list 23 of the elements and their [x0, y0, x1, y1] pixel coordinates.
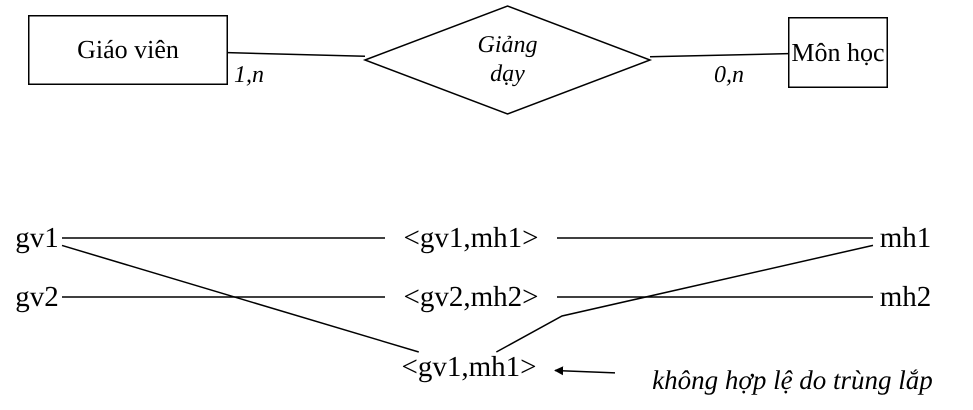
- connector-line: [62, 296, 385, 298]
- instance-label: gv2: [12, 283, 62, 311]
- relationship-diamond: [365, 5, 650, 115]
- connector-line: [650, 52, 788, 58]
- instance-label: gv1: [12, 224, 62, 252]
- connector-line: [557, 296, 873, 298]
- entity-box: [788, 17, 888, 88]
- arrow: [554, 366, 616, 376]
- connector-line: [62, 237, 385, 239]
- pair-label: <gv2,mh2>: [385, 283, 557, 311]
- node-text: Môn học: [791, 38, 885, 68]
- pair-label: <gv1,mh1>: [383, 352, 555, 382]
- entity-box: [28, 15, 228, 85]
- pair-label: <gv1,mh1>: [385, 224, 557, 252]
- instance-label: mh2: [873, 283, 938, 311]
- connector-line: [62, 244, 419, 353]
- instance-label: mh1: [873, 224, 938, 252]
- note-text: không hợp lệ do trùng lắp: [615, 364, 970, 396]
- connector-line: [496, 244, 874, 353]
- connector-line: [228, 52, 366, 57]
- connector-line: [557, 237, 873, 239]
- node-text: Giảng dạy: [476, 31, 538, 89]
- node-text: Giáo viên: [77, 35, 179, 65]
